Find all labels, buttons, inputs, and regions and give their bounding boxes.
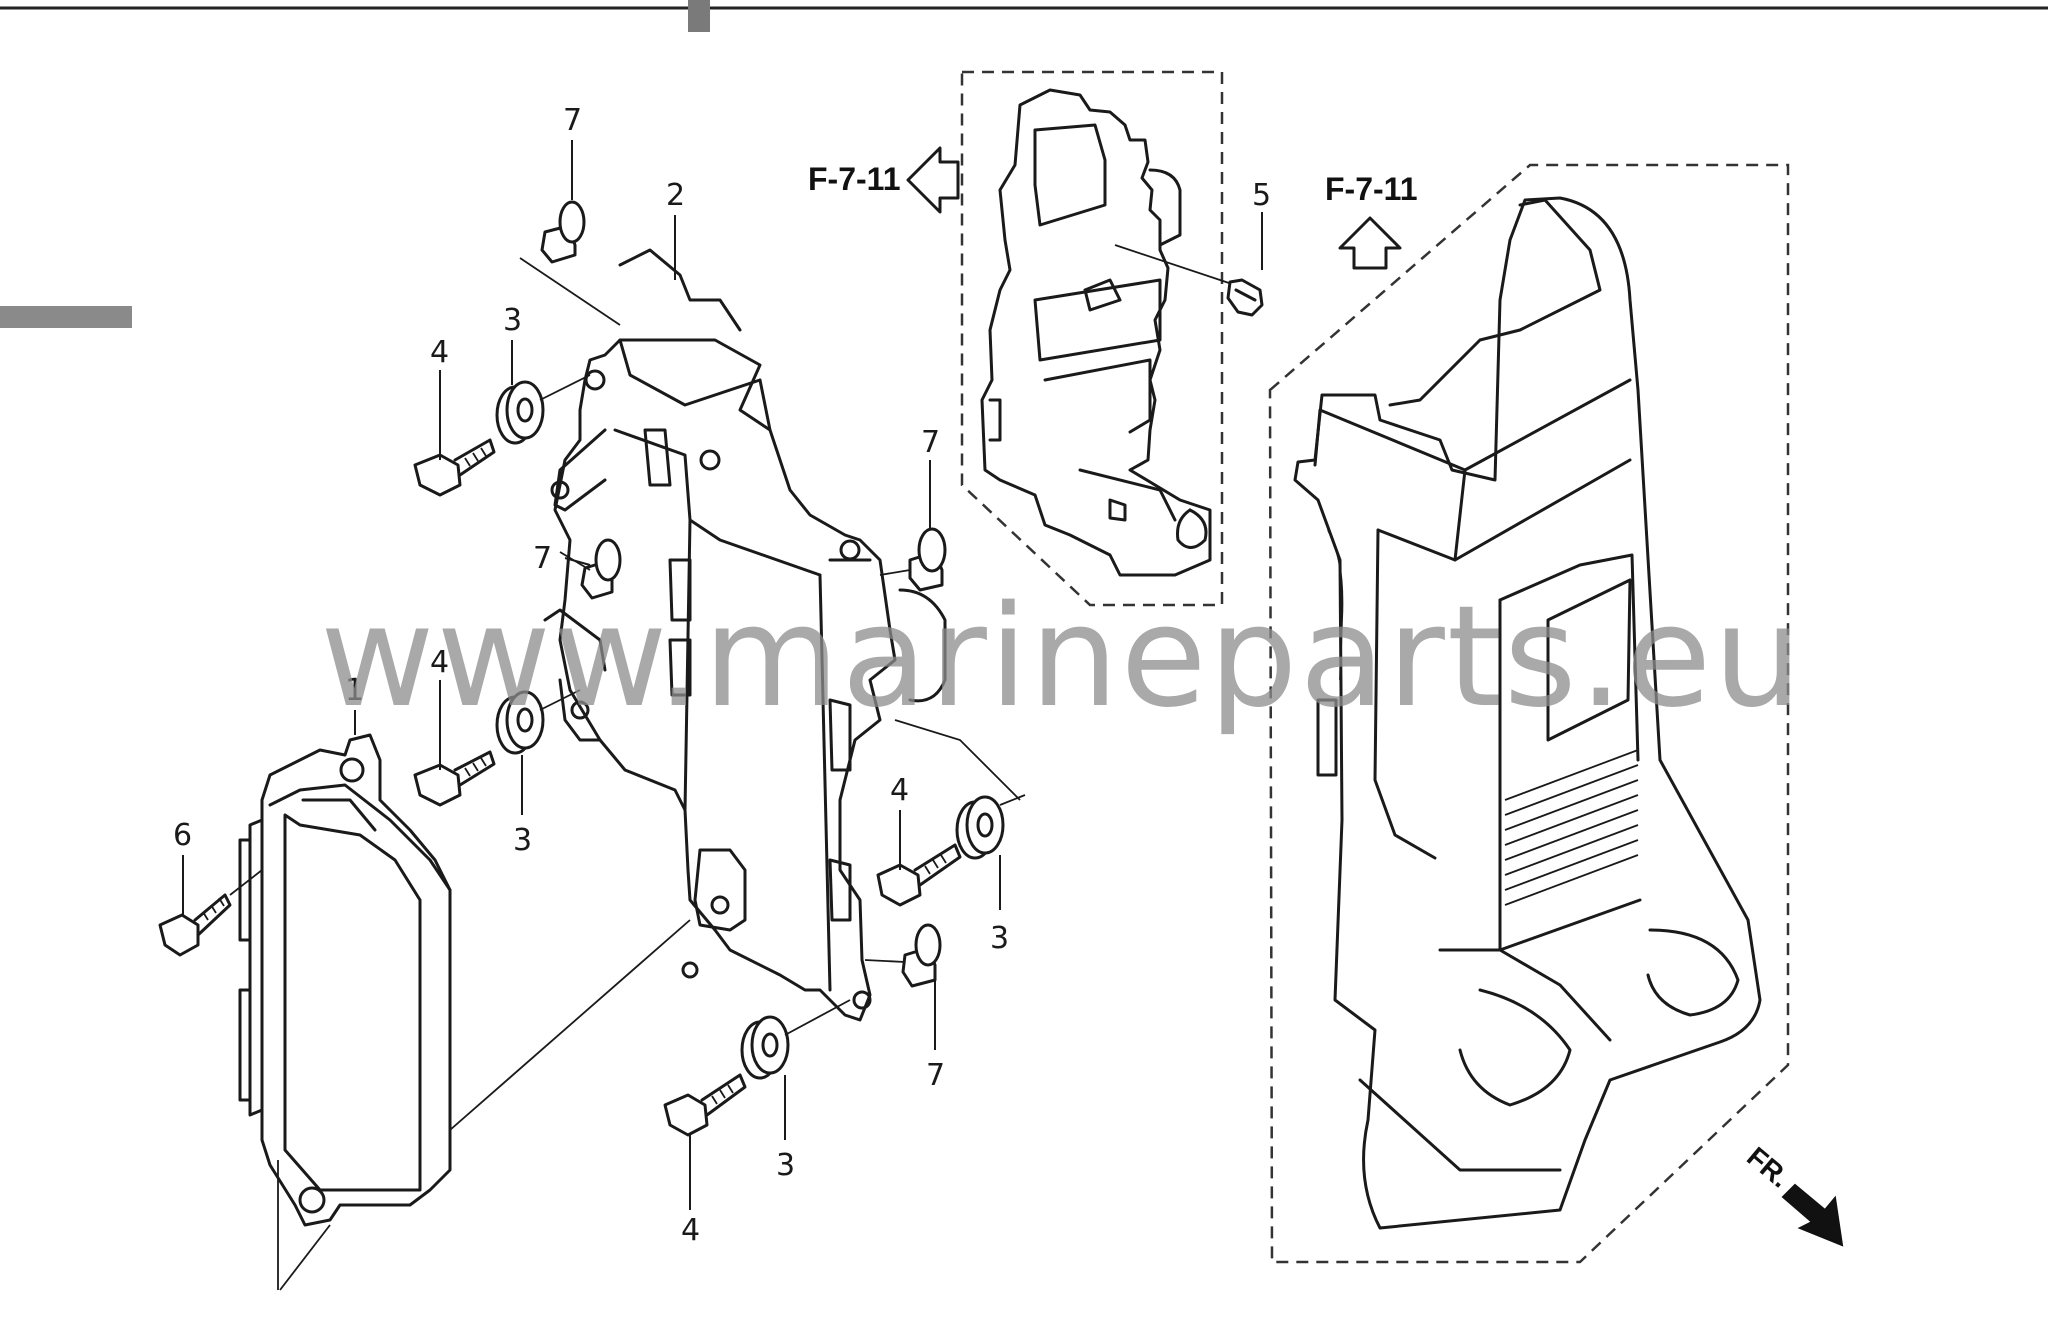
callout-4-mid: 4 (430, 645, 449, 680)
ref-label-left: F-7-11 (808, 161, 900, 197)
screw-5 (1114, 244, 1264, 317)
guide-line-b (279, 1224, 331, 1291)
scan-mark (688, 0, 710, 32)
cover-part (1293, 196, 1762, 1230)
grommet-3a (495, 374, 591, 445)
grommet-3b (495, 689, 581, 755)
ref-arrow-right: F-7-11 (1325, 171, 1417, 270)
sub-bracket-group-box (960, 70, 1224, 607)
collar-7-top (519, 200, 621, 326)
cover-group-box (1268, 163, 1790, 1264)
callout-numbers: 7 2 4 3 7 7 1 4 3 6 4 3 7 3 4 5 (173, 103, 1271, 1248)
callout-3-right: 3 (990, 921, 1009, 956)
watermark: www.marineparts.eu (320, 576, 1804, 739)
scan-bar (0, 306, 132, 328)
callout-5: 5 (1252, 178, 1271, 213)
callout-1: 1 (345, 673, 364, 708)
callout-leaders (182, 140, 1263, 1210)
guide-line-a (449, 919, 691, 1131)
collar-7-low (864, 923, 942, 988)
ref-arrow-left: F-7-11 (808, 146, 960, 214)
collar-7-mid (559, 538, 622, 600)
collar-7-right (879, 527, 947, 592)
bolt-4c (876, 843, 962, 907)
callout-7-top: 7 (563, 103, 582, 138)
callout-7-right: 7 (921, 425, 940, 460)
guide-line-d (894, 719, 1021, 801)
callout-6: 6 (173, 818, 192, 853)
control-module (238, 733, 452, 1227)
grommet-3c (955, 794, 1026, 860)
callout-7-mid: 7 (533, 541, 552, 576)
callout-3-top: 3 (503, 303, 522, 338)
grommet-3d (740, 999, 851, 1080)
callout-7-low: 7 (926, 1058, 945, 1093)
callout-4-top: 4 (430, 335, 449, 370)
callout-3-bottom: 3 (776, 1148, 795, 1183)
main-bracket (543, 248, 947, 1022)
callout-2: 2 (666, 178, 685, 213)
sub-bracket-part (980, 88, 1212, 577)
callout-3-mid: 3 (513, 823, 532, 858)
callout-4-right: 4 (890, 773, 909, 808)
front-arrow: FR. (1741, 1141, 1844, 1247)
bolt-6 (158, 869, 263, 957)
front-label: FR. (1741, 1141, 1795, 1194)
ref-label-right: F-7-11 (1325, 171, 1417, 207)
bolt-4d (663, 1073, 747, 1137)
callout-4-bottom: 4 (681, 1213, 700, 1248)
bolt-4a (413, 438, 496, 497)
bolt-4b (413, 750, 496, 807)
